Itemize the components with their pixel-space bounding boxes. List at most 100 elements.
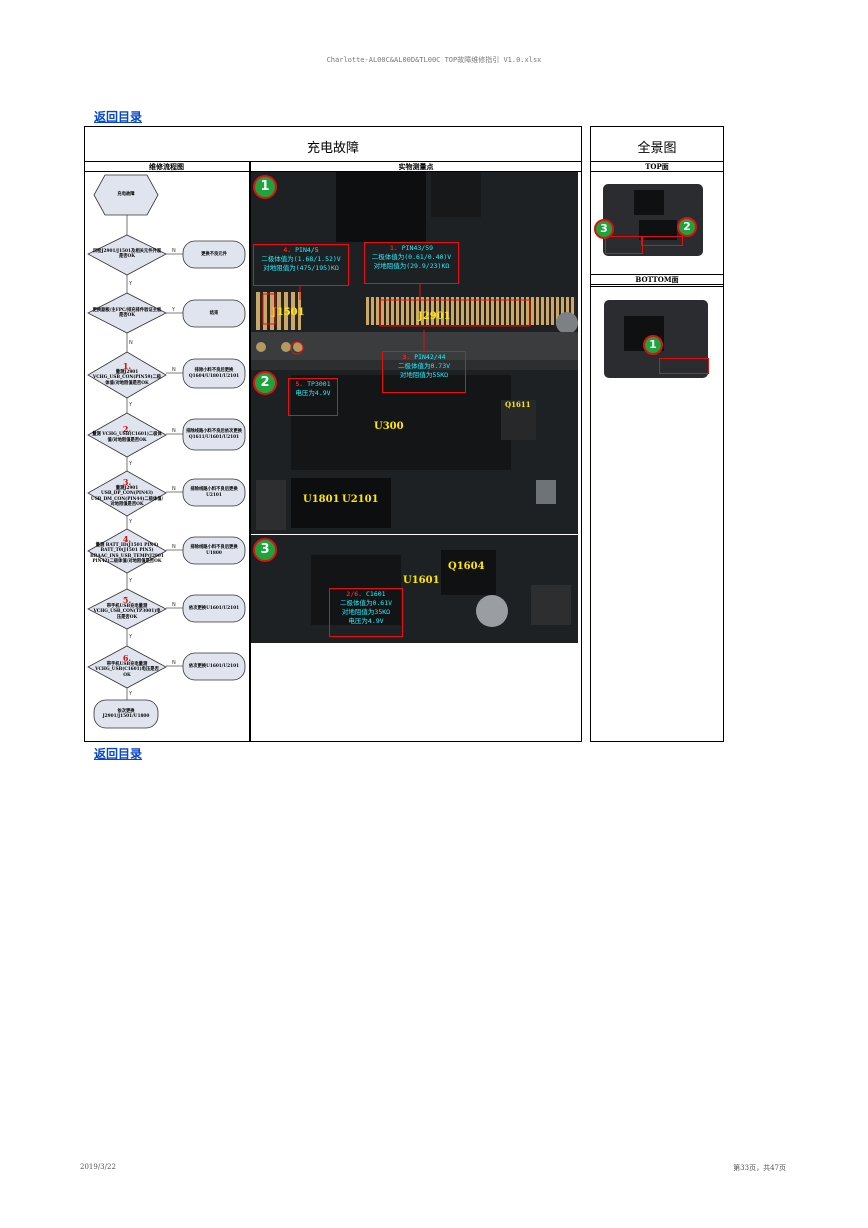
callout-tp3001: 5. TP3001 电压为4.9V [288, 378, 338, 416]
flow-decision-6: 6. 带手机USB充电量测VCHG_USB(C1601)电压是否OK [92, 650, 162, 684]
svg-text:Y: Y [171, 307, 176, 313]
back-to-index-link-bottom[interactable]: 返回目录 [94, 747, 143, 761]
callout-num-4: 4. [283, 246, 292, 254]
callout-text: 对地阻值为(29.9/23)KΩ [373, 262, 450, 270]
label-q1604: Q1604 [448, 561, 485, 572]
svg-text:N: N [172, 367, 176, 373]
svg-text:N: N [172, 486, 176, 492]
connector-j2901 [366, 297, 576, 325]
highlight-region [641, 236, 683, 246]
board-area [251, 332, 578, 360]
overview-title: 全景图 [637, 141, 677, 156]
flow-action-6: 依次更换U1601/U2101 [188, 663, 240, 669]
col-measure-header: 实物测量点 [250, 161, 582, 172]
flow-action-2: 排除线路小料不良后依次更换Q1611/U1601/U2101 [186, 429, 242, 440]
footer-page: 第33页，共47页 [733, 1164, 786, 1172]
callout-text: 电压为4.9V [348, 617, 384, 625]
callout-text: PIN42/44 [414, 353, 446, 361]
test-pad [256, 342, 266, 352]
flow-decision-3: 3. 量测J2901 USB_DP_CON(PIN43) USB_DM_CON(… [90, 474, 164, 514]
callout-text: TP3001 [307, 380, 331, 388]
svg-text:Y: Y [128, 281, 133, 287]
board-edge [251, 360, 578, 370]
component [501, 400, 536, 440]
photo-badge-1: 1 [253, 175, 277, 199]
ic-q1604 [441, 550, 496, 595]
photo-badge-3: 3 [253, 538, 277, 562]
label-u1801: U1801 [303, 494, 340, 505]
callout-text: C1601 [366, 590, 386, 598]
callout-text: 二极体值为(0.61/0.40)V [371, 253, 452, 261]
back-to-index-link-top[interactable]: 返回目录 [94, 110, 143, 124]
callout-c1601: 2/6. C1601 二极体值为0.61V 对地阻值为35KΩ 电压为4.9V [329, 588, 403, 637]
flow-decision-4: 4. 量测 BATT_ID(J1501 PIN4) BATT_T0(J1501 … [90, 531, 164, 571]
svg-text:N: N [172, 428, 176, 434]
step-text-4: 量测 BATT_ID(J1501 PIN4) BATT_T0(J1501 PIN… [90, 542, 164, 565]
callout-text: 二极体值为0.73V [397, 362, 451, 370]
callout-text: 二极体值为(1.68/1.52)V [261, 255, 341, 263]
label-u300: U300 [374, 421, 404, 432]
top-side-header: TOP面 [590, 161, 724, 172]
overview-badge-2: 2 [677, 217, 697, 237]
label-j1501: J1501 [272, 307, 305, 318]
label-q1611: Q1611 [505, 400, 531, 409]
board-photo-2 [251, 360, 578, 534]
ic-chip [634, 190, 664, 215]
step-text-2: 量测 VCHG_USB(C1601)二极体值/对地阻值是否OK [92, 432, 162, 443]
callout-text: 电压为4.9V [295, 389, 331, 397]
flow-decision-5: 5. 带手机USB充电量测VCHG_USB_CON(TP3001)电压是否OK [92, 592, 162, 626]
section-title: 充电故障 [306, 141, 359, 156]
label-j2901: J2901 [418, 311, 451, 322]
ic-u2101 [341, 478, 391, 528]
photo-badge-2: 2 [253, 371, 277, 395]
callout-text: PIN4/5 [295, 246, 319, 254]
svg-text:N: N [172, 544, 176, 550]
svg-text:Y: Y [128, 634, 133, 640]
callout-text: 对地阻值为(475/195)KΩ [263, 264, 339, 272]
flow-action-5: 依次更换U1601/U2101 [188, 605, 240, 611]
svg-text:Y: Y [128, 461, 133, 467]
main-table [84, 126, 582, 742]
document-header: Charlotte-AL00C&AL00D&TL00C TOP故障维修指引 V1… [326, 56, 542, 64]
callout-num-3: 3. [402, 353, 411, 361]
step-number-3: 3. [122, 477, 132, 488]
step-number-6: 6. [122, 653, 132, 663]
callout-pin4-5: 4. PIN4/5 二极体值为(1.68/1.52)V 对地阻值为(475/19… [253, 244, 349, 286]
overview-divider [590, 286, 724, 287]
overview-top-image [599, 180, 707, 264]
flow-decision-2: 2. 量测 VCHG_USB(C1601)二极体值/对地阻值是否OK [92, 416, 162, 454]
ic-u300 [291, 375, 511, 470]
test-pad [293, 342, 303, 352]
step-number-2: 2. [122, 423, 132, 434]
ic-u1601 [311, 555, 401, 625]
callout-pin43-59: 1. PIN43/59 二极体值为(0.61/0.40)V 对地阻值为(29.9… [364, 242, 459, 284]
step-text-5: 带手机USB充电量测VCHG_USB_CON(TP3001)电压是否OK [93, 603, 161, 620]
label-u2101: U2101 [342, 494, 379, 505]
svg-text:Y: Y [128, 402, 133, 408]
flow-action-3: 排除线路小料不良后更换U2101 [190, 487, 238, 498]
overview-badge-1: 1 [643, 335, 663, 355]
svg-text:Y: Y [128, 519, 133, 525]
flow-start: 充电故障 [117, 192, 135, 198]
flow-decision-visual-check: 目检J2901/J1501及相关元件外观是否OK [92, 248, 162, 260]
callout-text: PIN43/59 [401, 244, 434, 252]
ic-chip [431, 172, 481, 217]
svg-text:Y: Y [128, 578, 133, 584]
flow-action-replace-bad-part: 更换不良元件 [201, 251, 227, 257]
flow-action-1: 排除小料不良后更换Q1604/U1801/U2101 [188, 368, 240, 379]
callout-num-2-6: 2/6. [346, 590, 363, 598]
callout-text: 二极体值为0.61V [339, 599, 393, 607]
step-number-4: 4. [122, 534, 132, 545]
svg-text:N: N [172, 248, 176, 254]
ic-chip [336, 172, 426, 242]
overview-table [590, 126, 724, 742]
board-photo-3 [251, 535, 578, 643]
flow-decision-swap-board: 更换副板/主FPC/排充排件验证主板是否OK [92, 307, 162, 319]
overview-badge-3: 3 [594, 219, 614, 239]
test-pad [281, 342, 291, 352]
flow-action-4: 排除线路小料不良后更换U1800 [190, 545, 238, 556]
screw-hole [556, 312, 578, 334]
ic-chip [639, 220, 677, 240]
